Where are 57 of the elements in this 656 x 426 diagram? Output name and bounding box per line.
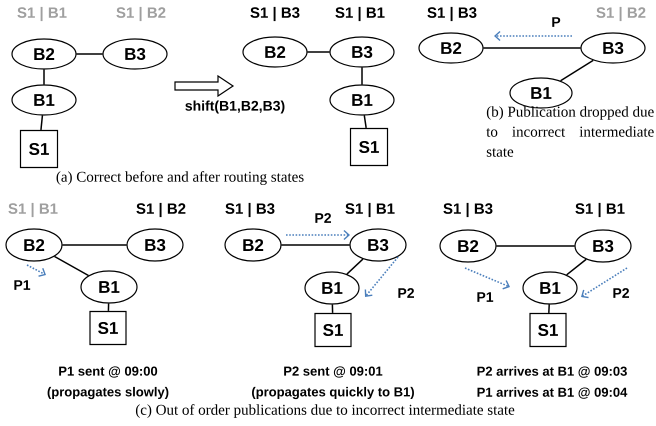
caption: (b) Publication dropped due to incorrect intermediate state <box>486 106 654 157</box>
edge-label: P1 <box>475 291 495 303</box>
block-arrow <box>174 74 234 98</box>
state-label: S1 | B2 <box>596 6 646 22</box>
link-line <box>361 68 363 84</box>
subscriber-box: S1 <box>350 128 388 166</box>
subscriber-box: S1 <box>314 312 352 348</box>
state-label: S1 | B1 <box>8 202 58 218</box>
state-label: S1 | B2 <box>136 202 186 218</box>
state-label: S1 | B1 <box>575 202 625 218</box>
edge-label: P1 <box>12 279 32 291</box>
edge-label: P <box>550 16 562 28</box>
link-line <box>566 258 587 276</box>
link-line <box>54 256 89 276</box>
state-label: S1 | B3 <box>225 202 274 218</box>
message-arrow <box>581 267 628 298</box>
timing-note: P1 arrives at B1 @ 09:04 <box>478 387 628 399</box>
link-line <box>308 51 330 53</box>
link-line <box>548 304 550 313</box>
subscriber-box: S1 <box>20 130 58 168</box>
state-label: S1 | B1 <box>335 6 385 22</box>
link-line <box>484 47 580 49</box>
state-label: S1 | B3 <box>427 6 476 22</box>
link-line <box>364 115 367 128</box>
link-line <box>108 304 110 311</box>
edge-label: P2 <box>313 212 333 224</box>
message-arrow <box>464 267 510 290</box>
message-arrow <box>364 256 399 297</box>
caption: (c) Out of order publications due to incorrect intermediate state <box>136 404 514 418</box>
timing-note: (propagates slowly) <box>48 386 168 400</box>
link-line <box>76 53 102 55</box>
link-line <box>62 244 126 246</box>
link-line <box>332 304 334 313</box>
edge-label: P2 <box>396 287 416 299</box>
subscriber-box: S1 <box>529 312 567 348</box>
link-line <box>560 60 594 82</box>
state-label: S1 | B1 <box>345 202 395 218</box>
state-label: S1 | B1 <box>17 6 67 22</box>
message-arrow <box>286 230 350 240</box>
state-label: S1 | B2 <box>116 6 166 22</box>
timing-note: P2 sent @ 09:01 <box>284 366 382 378</box>
link-line <box>346 258 364 275</box>
state-label: S1 | B3 <box>250 6 300 22</box>
edge-label: P2 <box>611 287 631 299</box>
link-line <box>496 245 574 247</box>
caption: (a) Correct before and after routing states <box>56 171 304 185</box>
timing-note: P1 sent @ 09:00 <box>59 366 158 378</box>
link-line <box>40 116 44 130</box>
state-label: S1 | B3 <box>443 202 492 218</box>
timing-note: (propagates quickly to B1) <box>252 386 414 400</box>
link-line <box>43 70 45 84</box>
subscriber-box: S1 <box>89 310 127 346</box>
link-line <box>282 244 350 246</box>
timing-note: P2 arrives at B1 @ 09:03 <box>478 366 627 378</box>
message-arrow <box>494 30 572 42</box>
message-arrow <box>26 264 46 277</box>
edge-label: shift(B1,B2,B3) <box>184 99 286 115</box>
